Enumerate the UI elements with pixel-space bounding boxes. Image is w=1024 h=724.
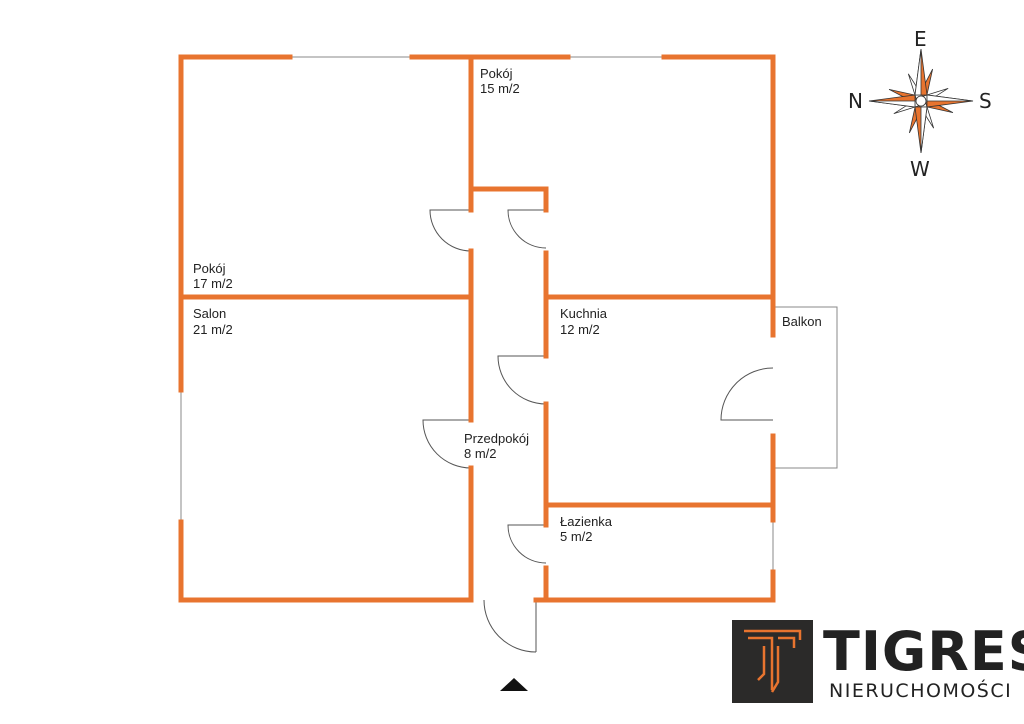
room-area-salon: 21 m/2 [193,322,233,337]
room-name-lazienka: Łazienka [560,514,613,529]
room-name-przedpokoj: Przedpokój [464,431,529,446]
compass-north: N [848,89,863,113]
room-name-pokoj-15: Pokój [480,66,513,81]
room-labels: Pokój 15 m/2 Pokój 17 m/2 Salon 21 m/2 K… [193,66,822,544]
door-swing-lazienka [507,524,547,564]
room-area-kuchnia: 12 m/2 [560,322,600,337]
compass-south: S [979,89,992,113]
logo-subtitle: NIERUCHOMOŚCI [829,678,1012,702]
compass-west: W [910,157,930,181]
balcony-outline [773,306,838,469]
compass-rose-icon [868,48,974,154]
door-swing-entrance [483,599,537,653]
room-name-salon: Salon [193,306,226,321]
door-swing-pokoj-15 [507,209,547,249]
room-name-pokoj-17: Pokój [193,261,226,276]
door-swings [422,209,774,653]
door-swing-balkon [720,367,774,421]
door-swing-salon [422,419,472,469]
thin-lines [180,56,838,572]
room-name-kuchnia: Kuchnia [560,306,608,321]
logo-title: TIGRES [823,620,1024,683]
room-name-balkon: Balkon [782,314,822,329]
tigres-logo-icon [744,629,802,693]
entrance-arrow-icon [500,678,528,691]
door-swing-kuchnia [497,355,547,405]
door-swing-pokoj-17 [429,209,472,252]
room-area-lazienka: 5 m/2 [560,529,593,544]
room-area-pokoj-15: 15 m/2 [480,81,520,96]
tigres-logo: TIGRES NIERUCHOMOŚCI [732,620,1024,703]
room-area-przedpokoj: 8 m/2 [464,446,497,461]
compass-east: E [914,27,927,51]
room-area-pokoj-17: 17 m/2 [193,276,233,291]
walls [178,54,776,603]
